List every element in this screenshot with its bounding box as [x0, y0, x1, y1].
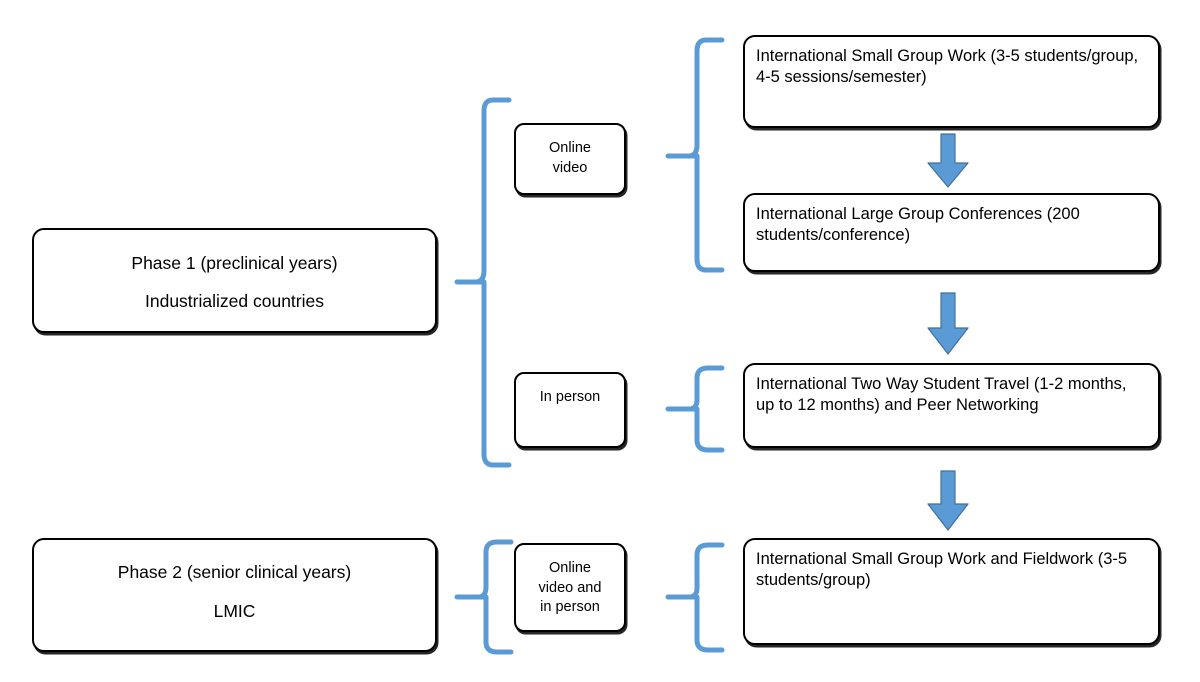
activity-small-group-work-fieldwork-box[interactable]: International Small Group Work and Field…	[743, 538, 1160, 645]
activity-small-group-work-fieldwork-label: International Small Group Work and Field…	[756, 550, 1128, 590]
activity-small-group-work-box[interactable]: International Small Group Work (3-5 stud…	[743, 35, 1160, 128]
activity-small-group-work-label: International Small Group Work (3-5 stud…	[756, 47, 1139, 87]
arrow-small-group-to-large-group	[924, 133, 972, 189]
modality-online-video-box[interactable]: Online video	[514, 123, 626, 195]
brace-phase2-to-modality	[454, 537, 517, 657]
phase-2-line-2: LMIC	[213, 601, 256, 621]
modality-online-video-label: Online video	[549, 140, 591, 176]
modality-online-video-and-in-person-label: Online video and in person	[538, 560, 602, 616]
brace-in-person-to-activity	[665, 363, 728, 455]
brace-modality-to-activity-phase2	[665, 540, 728, 655]
phase-1-line-1: Phase 1 (preclinical years)	[131, 253, 338, 273]
modality-online-video-and-in-person-box[interactable]: Online video and in person	[514, 543, 626, 632]
phase-2-box[interactable]: Phase 2 (senior clinical years) LMIC	[32, 538, 437, 652]
phase-1-line-2: Industrialized countries	[145, 291, 324, 311]
modality-in-person-box[interactable]: In person	[514, 372, 626, 448]
brace-online-video-to-activities	[665, 35, 728, 275]
brace-phase1-to-modalities	[454, 95, 517, 470]
activity-large-group-conferences-box[interactable]: International Large Group Conferences (2…	[743, 193, 1160, 272]
activity-large-group-conferences-label: International Large Group Conferences (2…	[756, 205, 1080, 245]
modality-in-person-label: In person	[539, 389, 601, 405]
arrow-travel-to-fieldwork	[924, 470, 972, 532]
activity-two-way-student-travel-box[interactable]: International Two Way Student Travel (1-…	[743, 363, 1160, 448]
arrow-large-group-to-travel	[924, 292, 972, 356]
activity-two-way-student-travel-label: International Two Way Student Travel (1-…	[756, 375, 1127, 415]
phase-2-line-1: Phase 2 (senior clinical years)	[117, 562, 352, 582]
phase-1-box[interactable]: Phase 1 (preclinical years) Industrializ…	[32, 228, 437, 333]
